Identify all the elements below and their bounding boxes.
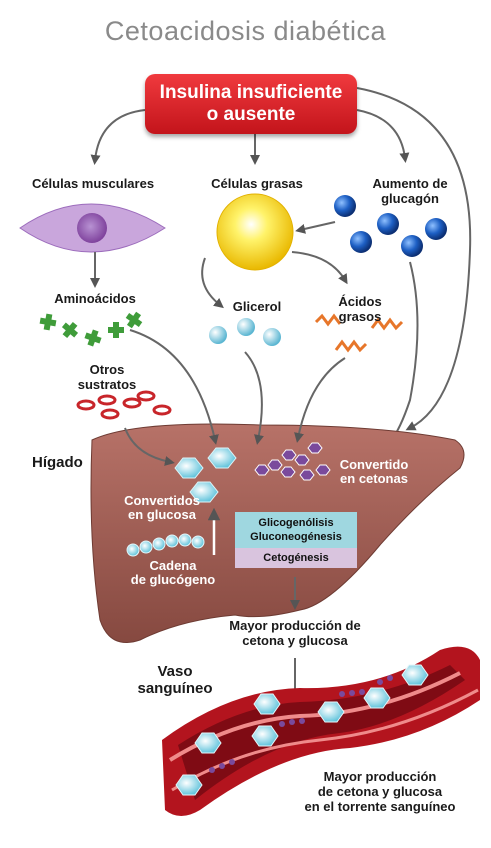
liver-label: Hígado (32, 454, 83, 471)
glycerol-icon (209, 318, 281, 346)
ketones-label-1: Convertido (339, 457, 409, 472)
ketones-label-2: en cetonas (340, 471, 408, 486)
glucose-label-2: en glucosa (128, 507, 196, 522)
other-substrates-label-1: Otros (89, 362, 125, 377)
glycogen-chain-icon (126, 533, 205, 557)
page-title: Cetoacidosis diabética (104, 16, 387, 46)
insulin-line2: o ausente (206, 104, 296, 125)
blood-label-1: Mayor producción (323, 769, 437, 784)
liver-input-arrows (124, 329, 346, 466)
insulin-box: Insulina insuficiente o ausente (145, 74, 357, 134)
blood-ketone-icon (209, 675, 393, 773)
fat-cells-label: Células grasas (211, 176, 303, 191)
glycogen-chain-label-2: de glucógeno (130, 572, 216, 587)
glucagon-label-1: Aumento de (372, 176, 448, 191)
amino-acids-label: Aminoácidos (54, 291, 136, 306)
output-label-1: Mayor producción de (229, 618, 361, 633)
ketogenesis-label: Cetogénesis (263, 552, 329, 564)
output-label-2: cetona y glucosa (242, 633, 348, 648)
process-box: Glicogenólisis Gluconeogénesis (235, 512, 357, 548)
blood-label-2: de cetona y glucosa (317, 784, 443, 799)
fatty-acids-label-2: grasos (338, 309, 382, 324)
muscle-cell-icon (19, 203, 166, 253)
glucagon-arrows (295, 221, 419, 446)
glucose-icon (174, 447, 237, 503)
glucagon-icon (334, 195, 447, 257)
glucose-label-1: Convertidos (124, 493, 200, 508)
insulin-line1: Insulina insuficiente (159, 82, 343, 103)
blood-label-3: en el torrente sanguíneo (304, 799, 456, 814)
fat-arrows (201, 251, 348, 309)
glucagon-label-2: glucagón (381, 191, 439, 206)
insulin-arrows (90, 87, 472, 431)
other-substrates-icon (76, 390, 172, 420)
ketogenesis-box: Cetogénesis (235, 548, 357, 568)
vessel-label-2: sanguíneo (137, 680, 213, 697)
vessel-label-1: Vaso (157, 663, 193, 680)
amino-acids-icon (39, 311, 143, 347)
gluconeogenesis-label: Gluconeogénesis (250, 531, 342, 543)
glycogen-chain-label-1: Cadena (149, 558, 197, 573)
other-substrates-label-2: sustratos (77, 377, 137, 392)
glycogenolysis-label: Glicogenólisis (258, 517, 334, 529)
fat-cell-icon (216, 193, 294, 271)
fatty-acids-icon (314, 313, 404, 353)
glycerol-label: Glicerol (232, 299, 282, 314)
blood-glucose-icon (175, 664, 429, 796)
muscle-cells-label: Células musculares (31, 176, 155, 191)
fatty-acids-label-1: Ácidos (338, 294, 382, 309)
ketone-icon (254, 442, 331, 481)
